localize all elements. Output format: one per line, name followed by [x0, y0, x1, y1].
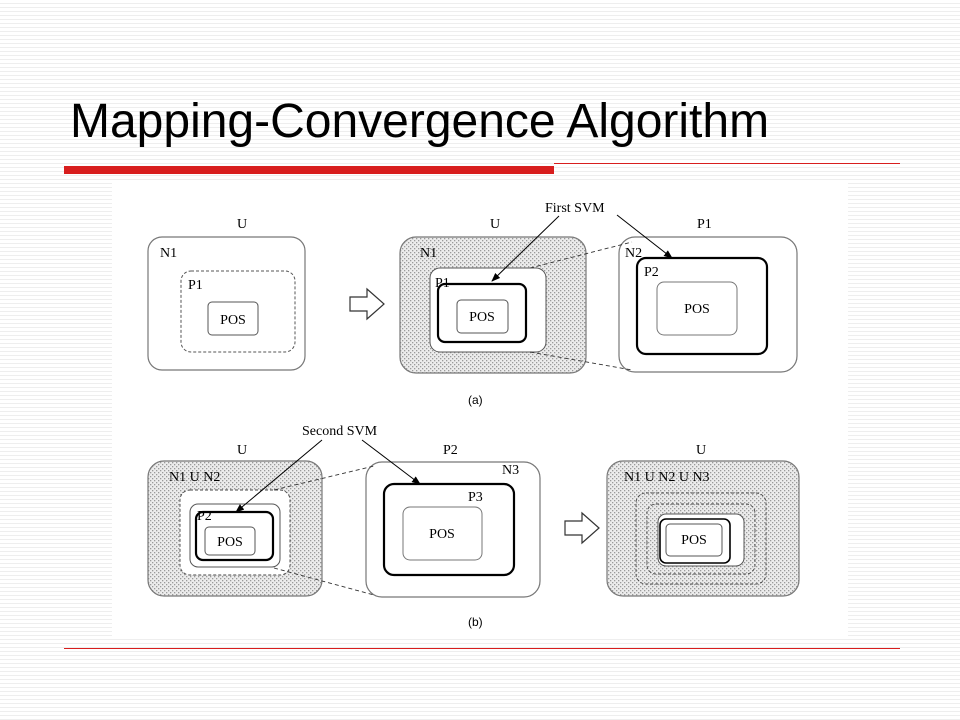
diagram-a-box2: U N1 P1 POS	[399, 217, 587, 374]
second-svm-label: Second SVM	[302, 424, 378, 439]
label-POS: POS	[684, 302, 710, 317]
label-P3: P3	[468, 490, 483, 505]
label-N3: N3	[502, 463, 519, 478]
diagram-b-box2: P2 N3 P3 POS	[365, 443, 541, 598]
caption-a: (a)	[468, 393, 483, 407]
label-POS: POS	[217, 535, 243, 550]
diagram-a-box1: U N1 P1 POS	[147, 217, 306, 371]
algorithm-diagram: U N1 P1 POS U N1 P1 POS P1 N2 P2 POS Fir…	[112, 182, 848, 638]
label-U: U	[237, 443, 247, 458]
diagram-a-box3: P1 N2 P2 POS	[618, 217, 798, 373]
diagram-b-box3: U N1 U N2 U N3 POS	[606, 443, 800, 597]
label-N1: N1	[160, 246, 177, 261]
transition-arrow-a	[349, 287, 385, 321]
label-P1: P1	[697, 217, 712, 232]
label-N1: N1	[420, 246, 437, 261]
slide-title: Mapping-Convergence Algorithm	[70, 95, 770, 148]
label-U: U	[490, 217, 500, 232]
first-svm-label: First SVM	[545, 201, 605, 216]
label-POS: POS	[681, 533, 707, 548]
label-P2: P2	[197, 509, 212, 524]
label-P2: P2	[644, 265, 659, 280]
label-POS: POS	[469, 310, 495, 325]
label-P1: P1	[435, 276, 450, 291]
label-P2: P2	[443, 443, 458, 458]
transition-arrow-b	[564, 511, 600, 545]
caption-b: (b)	[468, 615, 483, 629]
title-underline-thin-rule	[554, 163, 900, 164]
label-U: U	[696, 443, 706, 458]
label-N1-union-N2: N1 U N2	[169, 470, 220, 485]
title-underline-bar	[64, 166, 554, 174]
footer-rule	[64, 648, 900, 649]
label-POS: POS	[429, 527, 455, 542]
diagram-b-box1: U N1 U N2 P2 POS	[147, 443, 323, 597]
label-POS: POS	[220, 313, 246, 328]
label-N1-union-N2-union-N3: N1 U N2 U N3	[624, 470, 710, 485]
label-N2: N2	[625, 246, 642, 261]
label-P1: P1	[188, 278, 203, 293]
label-U: U	[237, 217, 247, 232]
